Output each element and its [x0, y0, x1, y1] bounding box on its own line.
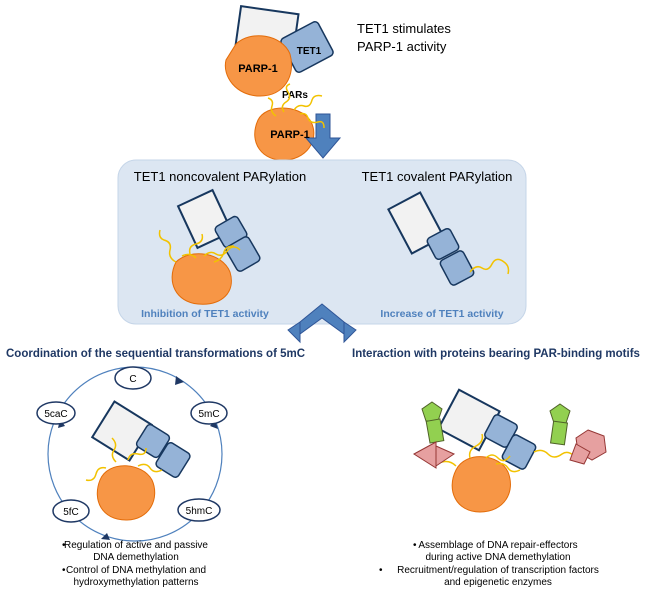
- svg-text:5fC: 5fC: [63, 507, 79, 518]
- right-bullet-2-line1: Recruitment/regulation of transcription …: [397, 565, 599, 576]
- svg-text:•: •: [62, 540, 66, 551]
- left-bullet-list: • Regulation of active and passive DNA d…: [62, 540, 208, 588]
- svg-text:5caC: 5caC: [44, 409, 67, 420]
- cycle-node-5mc: 5mC: [190, 401, 228, 425]
- noncovalent-complex: [158, 188, 261, 305]
- cycle-node-5hmc: 5hmC: [177, 498, 221, 522]
- left-bullet-2-line2: hydroxymethylation patterns: [73, 577, 198, 588]
- right-bullet-1-line2: during active DNA demethylation: [425, 552, 570, 563]
- pars-label: PARs: [282, 90, 308, 101]
- effector-right: [549, 403, 607, 465]
- effector-left: [413, 401, 456, 469]
- svg-text:5hmC: 5hmC: [186, 506, 213, 517]
- cycle-node-5cac: 5caC: [36, 401, 76, 425]
- parp1-label: PARP-1: [238, 63, 278, 75]
- left-section-heading: Coordination of the sequential transform…: [6, 348, 305, 360]
- left-bullet-2-line1: Control of DNA methylation and: [66, 565, 206, 576]
- panel-right-title: TET1 covalent PARylation: [362, 169, 513, 184]
- cycle-node-c: C: [114, 366, 152, 390]
- top-tet1-parp1-complex: PARP-1 TET1: [224, 5, 334, 97]
- right-bullet-list: • Assemblage of DNA repair-effectors dur…: [379, 540, 599, 588]
- par-chains-top: [267, 83, 325, 129]
- top-title-line1: TET1 stimulates: [357, 21, 451, 36]
- svg-text:•: •: [62, 565, 66, 576]
- top-title-line2: PARP-1 activity: [357, 39, 447, 54]
- effector-complex: [421, 388, 575, 513]
- green-binding-block-right: [549, 420, 569, 446]
- green-binding-block: [425, 418, 445, 444]
- methylation-cycle: [47, 366, 223, 542]
- svg-text:•: •: [413, 540, 417, 551]
- right-section-heading: Interaction with proteins bearing PAR-bi…: [352, 348, 640, 360]
- svg-text:5mC: 5mC: [198, 409, 219, 420]
- green-pentagon-icon: [421, 401, 443, 422]
- left-bullet-1-line1: Regulation of active and passive: [64, 540, 208, 551]
- blue-down-arrow: [304, 113, 342, 159]
- green-pentagon-icon-right: [549, 403, 571, 424]
- parylation-panel: [117, 159, 527, 325]
- right-bullet-1-line1: Assemblage of DNA repair-effectors: [418, 540, 577, 551]
- cycle-node-5fc: 5fC: [52, 499, 90, 523]
- svg-text:•: •: [379, 565, 383, 576]
- covalent-complex: [387, 191, 510, 286]
- panel-left-caption: Inhibition of TET1 activity: [141, 308, 269, 320]
- parp1-shape: [224, 35, 292, 97]
- red-hexagon-icon-2: [569, 443, 591, 465]
- right-bullet-2-line2: and epigenetic enzymes: [444, 577, 552, 588]
- svg-text:C: C: [129, 374, 136, 385]
- left-bullet-1-line2: DNA demethylation: [93, 552, 179, 563]
- panel-right-caption: Increase of TET1 activity: [380, 308, 503, 320]
- red-triangle-icon: [413, 441, 437, 469]
- panel-left-title: TET1 noncovalent PARylation: [134, 169, 306, 184]
- parp1-label-2: PARP-1: [270, 129, 310, 141]
- red-triangle-icon-2: [435, 445, 456, 467]
- branch-arrow-icon: [287, 303, 357, 344]
- tet1-label: TET1: [297, 46, 322, 57]
